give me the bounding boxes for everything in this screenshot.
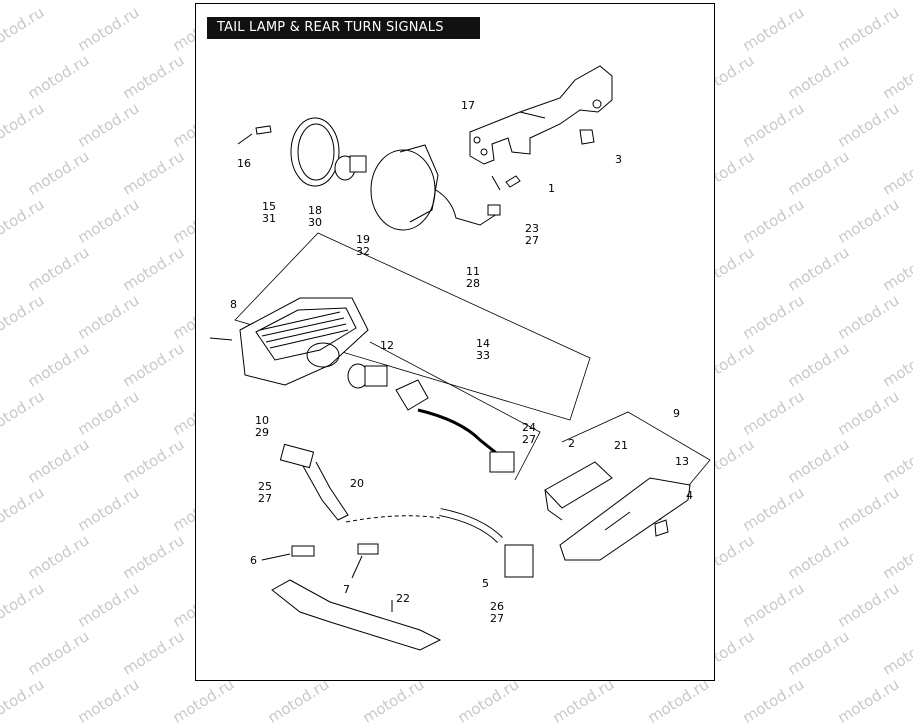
- rear-lamp-lens: [559, 477, 691, 561]
- callout-14: 14: [476, 337, 490, 350]
- callout-33: 33: [476, 349, 490, 362]
- turn-signal-bulb: [334, 155, 367, 181]
- turn-signal-lamp: [370, 144, 501, 231]
- lens-screw: [237, 125, 272, 145]
- callout-8: 8: [230, 298, 237, 311]
- callout-28: 28: [466, 277, 480, 290]
- tail-lamp-housing: [209, 297, 369, 386]
- callout-9: 9: [673, 407, 680, 420]
- callout-25: 25: [258, 480, 272, 493]
- retaining-clip: [654, 519, 669, 537]
- callout-10: 10: [255, 414, 269, 427]
- mounting-plate: [544, 461, 613, 521]
- callout-15: 15: [262, 200, 276, 213]
- callout-30: 30: [308, 216, 322, 229]
- page-title: TAIL LAMP & REAR TURN SIGNALS: [207, 17, 480, 39]
- callout-16: 16: [237, 157, 251, 170]
- callout-11: 11: [466, 265, 480, 278]
- callout-19: 19: [356, 233, 370, 246]
- callout-17: 17: [461, 99, 475, 112]
- bracket-nut: [579, 129, 595, 145]
- wire-clip-2: [351, 543, 379, 579]
- callout-24: 24: [522, 421, 536, 434]
- callout-labels: 17 3 1 16 15 31 18 30 19 32 23 27 11 28 …: [230, 99, 693, 625]
- callout-23: 23: [525, 222, 539, 235]
- callout-13: 13: [675, 455, 689, 468]
- callout-7: 7: [343, 583, 350, 596]
- callout-27-d: 27: [490, 612, 504, 625]
- turn-signal-lens-ring: [290, 117, 340, 187]
- callout-27-a: 27: [525, 234, 539, 247]
- wire-clip: [261, 545, 315, 561]
- callout-20: 20: [350, 477, 364, 490]
- callout-5: 5: [482, 577, 489, 590]
- callout-27-b: 27: [522, 433, 536, 446]
- callout-18: 18: [308, 204, 322, 217]
- turn-signal-connector: [439, 508, 534, 578]
- callout-1: 1: [548, 182, 555, 195]
- parts-diagram: 17 3 1 16 15 31 18 30 19 32 23 27 11 28 …: [209, 65, 711, 651]
- callout-6: 6: [250, 554, 257, 567]
- callout-29: 29: [255, 426, 269, 439]
- callout-2: 2: [568, 437, 575, 450]
- harness-connector: [279, 443, 349, 521]
- callout-4: 4: [686, 489, 693, 502]
- tail-lamp-bulb: [347, 363, 388, 389]
- callout-3: 3: [615, 153, 622, 166]
- callout-22: 22: [396, 592, 410, 605]
- callout-32: 32: [356, 245, 370, 258]
- rear-lens-strip: [271, 579, 442, 651]
- turn-signal-bracket: [469, 65, 613, 165]
- callout-31: 31: [262, 212, 276, 225]
- callout-26: 26: [490, 600, 504, 613]
- callout-27-c: 27: [258, 492, 272, 505]
- bracket-screw: [491, 175, 521, 191]
- callout-21: 21: [614, 439, 628, 452]
- lamp-socket-harness: [369, 341, 541, 481]
- callout-12: 12: [380, 339, 394, 352]
